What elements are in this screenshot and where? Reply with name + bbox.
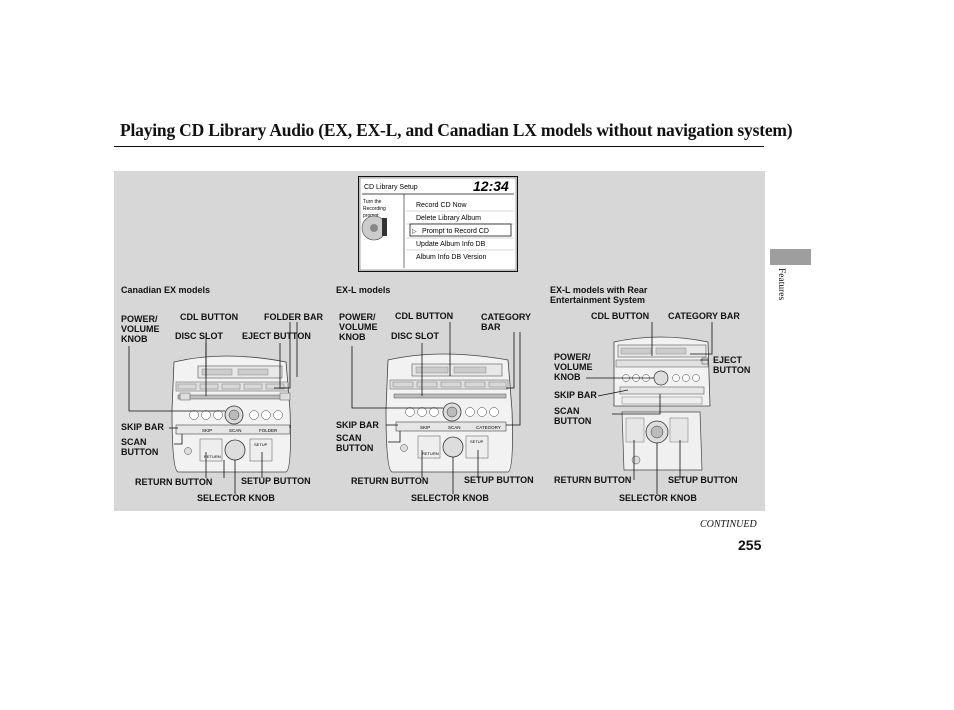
section-tab-label: Features — [776, 268, 786, 301]
setup-button-label: SETUP — [254, 442, 268, 447]
label-category-bar: CATEGORY BAR — [481, 312, 532, 332]
scan-button-label: SCAN — [229, 428, 242, 433]
label-eject-button: EJECT BUTTON — [242, 331, 311, 341]
label-setup-button: SETUP BUTTON — [241, 476, 311, 486]
eject-button — [701, 357, 709, 365]
label-eject-button: EJECT BUTTON — [713, 355, 751, 375]
page-number: 255 — [738, 537, 762, 553]
heading-canadian-ex: Canadian EX models — [121, 285, 211, 295]
label-power-volume-knob: POWER/ VOLUME KNOB — [554, 352, 593, 382]
menu-cursor-icon: ▷ — [412, 229, 417, 235]
scan-button-label: SCAN — [448, 425, 461, 430]
label-disc-slot: DISC SLOT — [391, 331, 440, 341]
label-return-button: RETURN BUTTON — [351, 476, 429, 486]
section-tab — [770, 249, 811, 265]
disc-icon — [361, 215, 387, 241]
heading-exl-res: EX-L models with Rear Entertainment Syst… — [550, 285, 648, 305]
heading-exl: EX-L models — [336, 285, 391, 295]
folder-bar-label: FOLDER — [259, 428, 278, 433]
selector-knob — [224, 439, 246, 461]
label-category-bar: CATEGORY BAR — [668, 311, 740, 321]
label-scan-button: SCAN BUTTON — [336, 433, 374, 453]
power-volume-knob — [653, 370, 669, 386]
menu-item-prompt-to-record-cd[interactable]: Prompt to Record CD — [422, 228, 489, 235]
menu-item-delete-library-album[interactable]: Delete Library Album — [416, 215, 481, 222]
display-clock: 12:34 — [473, 178, 509, 194]
label-setup-button: SETUP BUTTON — [464, 475, 534, 485]
label-skip-bar: SKIP BAR — [554, 390, 597, 400]
skip-bar-label: SKIP — [202, 428, 212, 433]
radio-unit-canadian-ex: SKIP SCAN FOLDER SETUP RETURN — [128, 322, 298, 494]
label-return-button: RETURN BUTTON — [554, 475, 632, 485]
category-bar-label: CATEGORY — [476, 425, 501, 430]
radio-unit-exl-res — [586, 322, 713, 494]
menu-item-update-album-info-db[interactable]: Update Album Info DB — [416, 241, 486, 248]
display-header: CD Library Setup — [364, 184, 418, 191]
label-skip-bar: SKIP BAR — [121, 422, 164, 432]
label-power-volume-knob: POWER/ VOLUME KNOB — [339, 312, 378, 342]
menu-item-album-info-db-version[interactable]: Album Info DB Version — [416, 254, 487, 261]
return-button-label: RETURN — [422, 451, 439, 456]
skip-bar-label: SKIP — [420, 425, 430, 430]
continued-note: CONTINUED — [700, 519, 757, 530]
disc-slot — [177, 394, 289, 400]
label-skip-bar: SKIP BAR — [336, 420, 379, 430]
label-return-button: RETURN BUTTON — [135, 477, 213, 487]
page-title: Playing CD Library Audio (EX, EX-L, and … — [120, 120, 793, 140]
display-instruction-line: prompt — [363, 213, 379, 219]
label-setup-button: SETUP BUTTON — [668, 475, 738, 485]
label-disc-slot: DISC SLOT — [175, 331, 224, 341]
display-instruction-line: Turn the — [363, 199, 382, 205]
selector-knob — [442, 436, 464, 458]
disc-slot — [393, 393, 507, 399]
display-menu: Record CD Now Delete Library Album ▷ Pro… — [406, 202, 514, 261]
title-rule — [114, 146, 764, 147]
cd-library-display: CD Library Setup 12:34 Turn the Recordin… — [358, 176, 518, 272]
label-selector-knob: SELECTOR KNOB — [197, 493, 275, 503]
label-scan-button: SCAN BUTTON — [554, 406, 592, 426]
label-cdl-button: CDL BUTTON — [591, 311, 650, 321]
label-folder-bar: FOLDER BAR — [264, 312, 323, 322]
menu-item-record-cd-now[interactable]: Record CD Now — [416, 202, 468, 209]
label-cdl-button: CDL BUTTON — [395, 311, 454, 321]
radio-unit-exl: SKIP SCAN CATEGORY SETUP RETURN — [351, 322, 521, 494]
label-cdl-button: CDL BUTTON — [180, 312, 239, 322]
return-button-label: RETURN — [204, 454, 221, 459]
label-selector-knob: SELECTOR KNOB — [619, 493, 697, 503]
eject-button — [279, 392, 291, 401]
display-instruction-line: Recording — [363, 206, 386, 212]
setup-button-label: SETUP — [470, 439, 484, 444]
menu-selection-highlight — [409, 223, 512, 237]
label-selector-knob: SELECTOR KNOB — [411, 493, 489, 503]
label-scan-button: SCAN BUTTON — [121, 437, 159, 457]
label-power-volume-knob: POWER/ VOLUME KNOB — [121, 314, 160, 344]
